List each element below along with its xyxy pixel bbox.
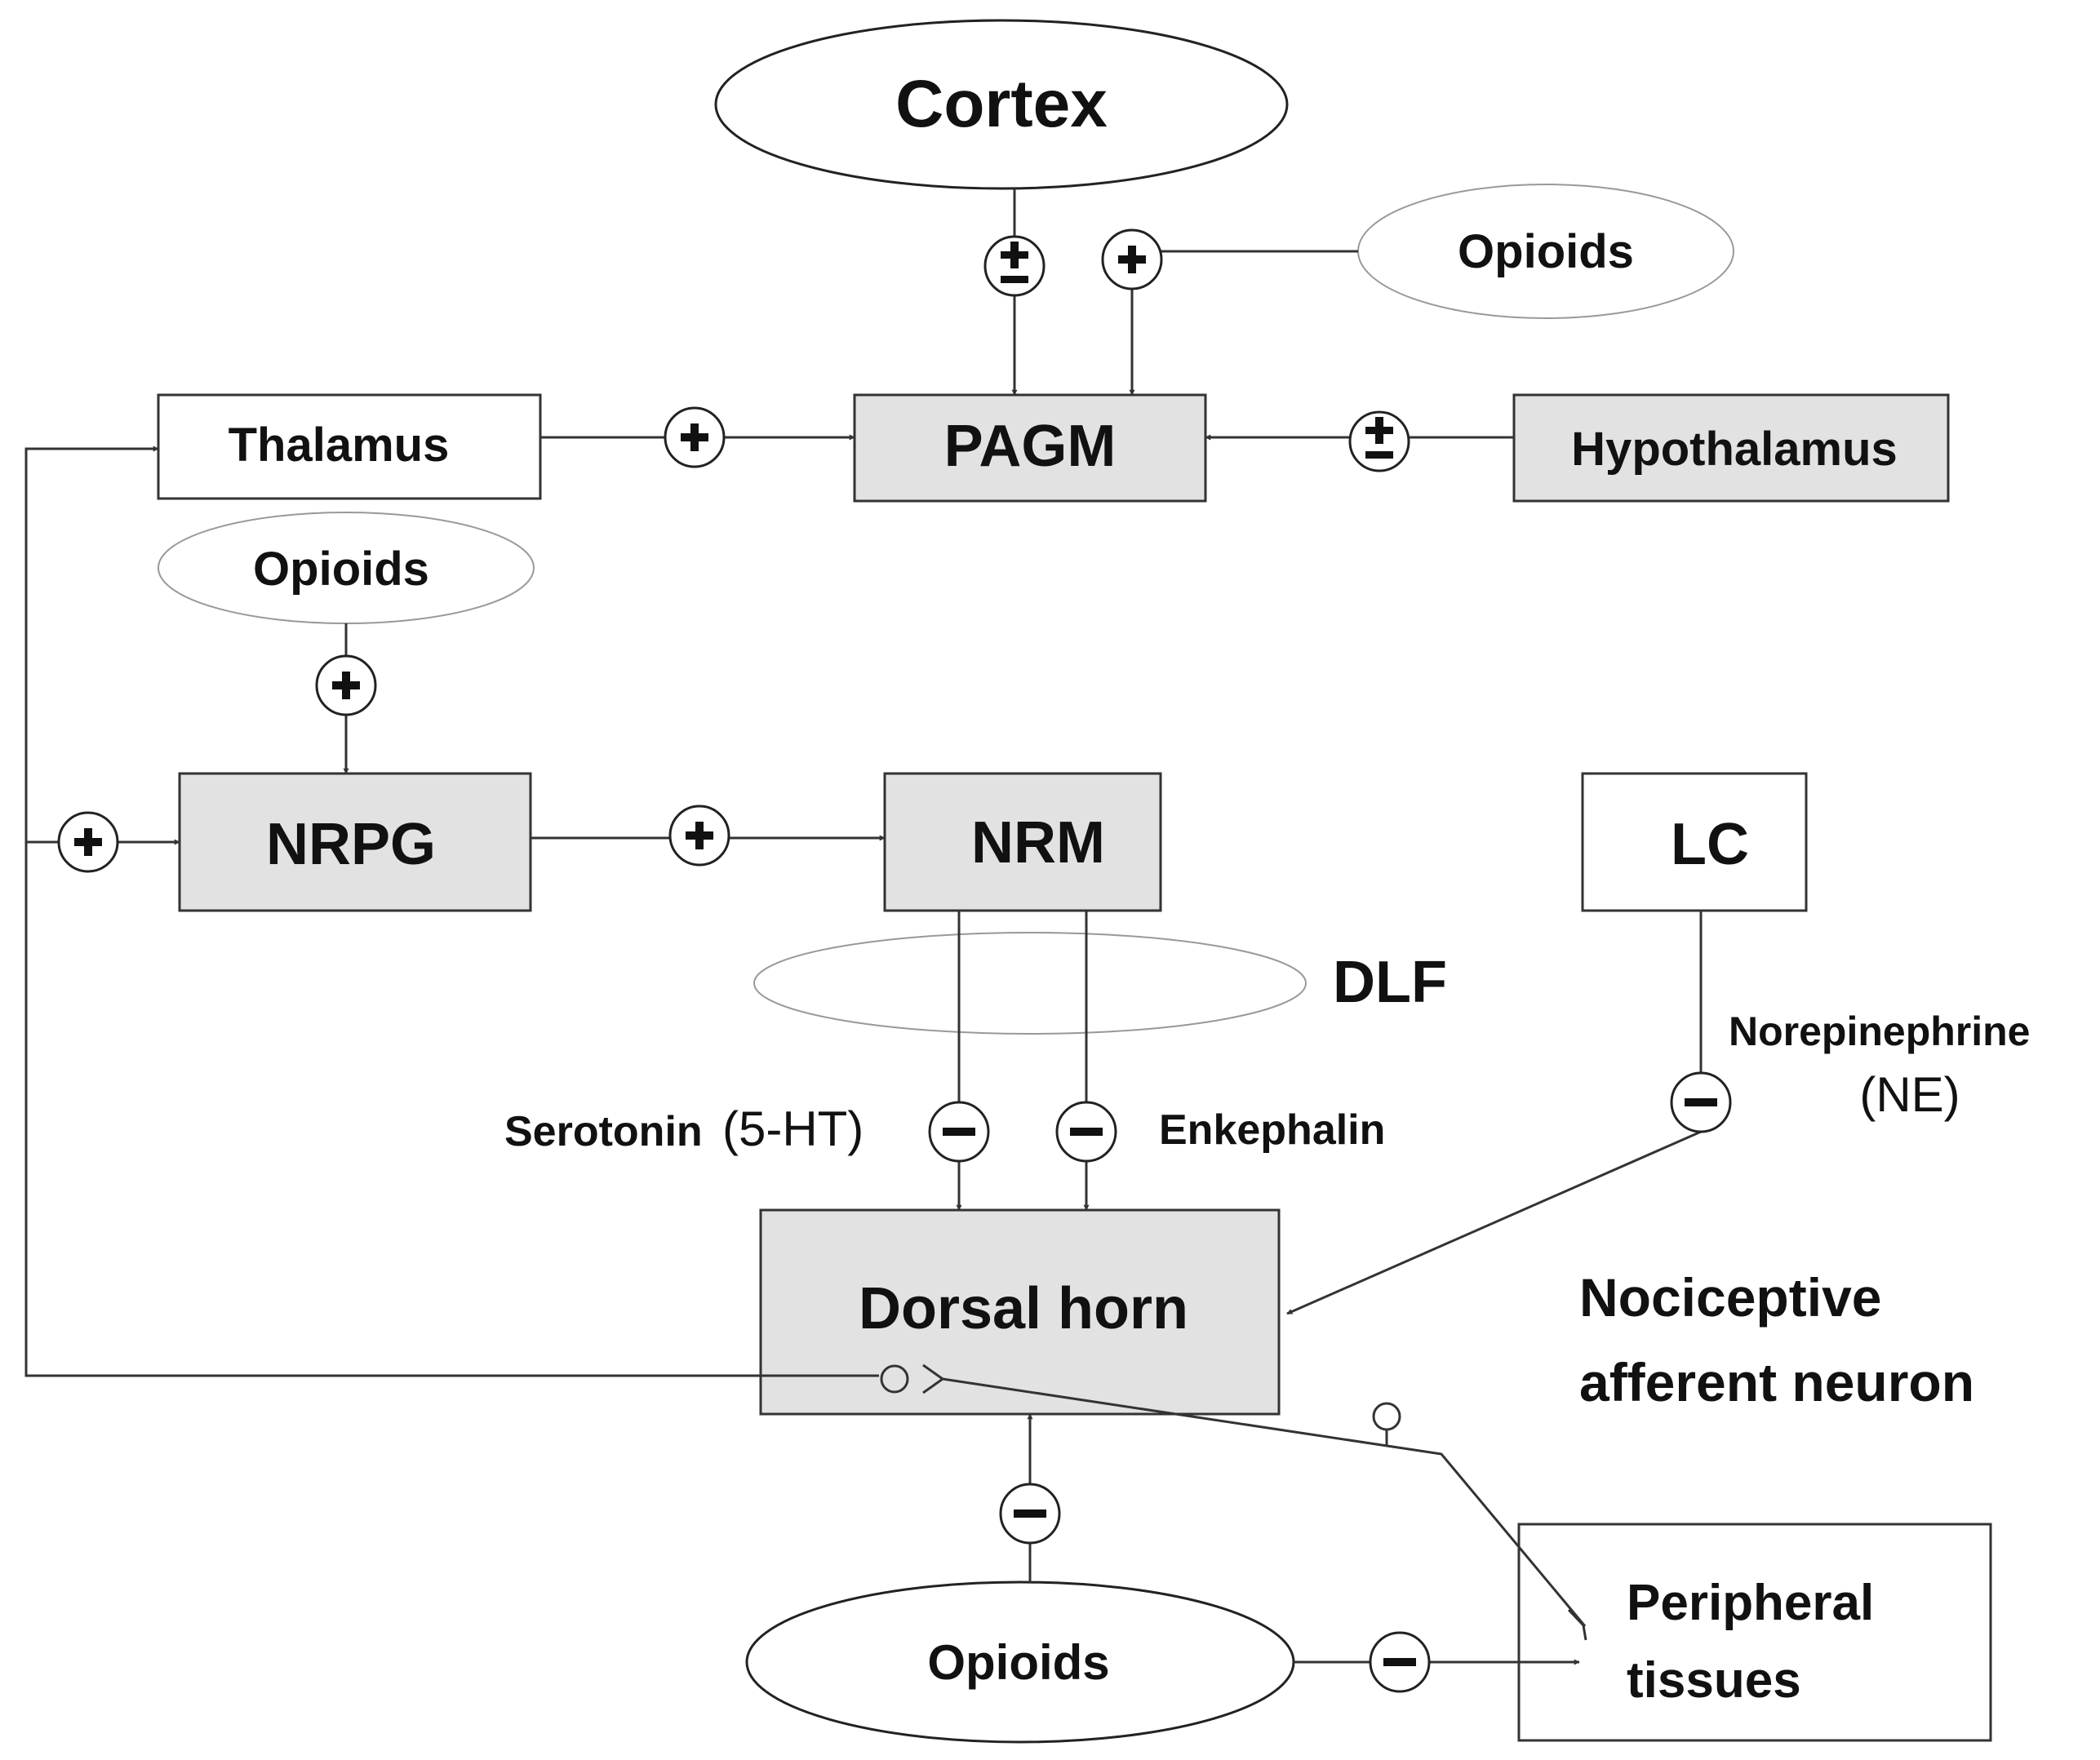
opioids-bottom-label: Opioids (927, 1635, 1109, 1690)
plus-icon (1101, 228, 1163, 290)
plus-minus-icon (983, 235, 1046, 297)
pagm-label: PAGM (944, 414, 1117, 479)
peripheral-tissues-node: Peripheral tissues (1517, 1523, 1992, 1742)
thalamus-node: Thalamus (157, 393, 542, 500)
plus-icon (668, 805, 730, 867)
neuron-axon-line (942, 1377, 1587, 1627)
thalamus-label: Thalamus (229, 419, 450, 472)
nociceptive-line2: afferent neuron (1579, 1352, 1974, 1412)
nrm-label: NRM (971, 810, 1105, 876)
plus-icon (57, 811, 119, 873)
plus-icon (664, 406, 726, 468)
dorsal-horn-node: Dorsal horn (759, 1208, 1281, 1416)
nrpg-label: NRPG (266, 812, 436, 877)
dlf-node: DLF (753, 932, 1447, 1035)
norepinephrine-label: Norepinephrine (1729, 1009, 2030, 1054)
opioids-top-to-pagm-line (1129, 250, 1358, 396)
cortex-label: Cortex (895, 67, 1108, 141)
neuron-branch-circle (1372, 1402, 1401, 1431)
left-loop-line (24, 446, 879, 1377)
plus-minus-icon (1348, 410, 1410, 472)
minus-icon (1055, 1101, 1117, 1163)
minus-icon (928, 1101, 990, 1163)
neuron-synapse-circle (880, 1364, 909, 1394)
afferent-neuron (880, 1363, 1587, 1641)
pagm-node: PAGM (853, 393, 1207, 503)
dorsal-horn-label: Dorsal horn (859, 1276, 1188, 1341)
peripheral-line2: tissues (1627, 1652, 1801, 1709)
serotonin-abbr-label: (5-HT) (722, 1102, 864, 1156)
serotonin-label: Serotonin (504, 1108, 703, 1155)
minus-icon (1670, 1071, 1732, 1133)
plus-icon (315, 654, 377, 716)
lc-label: LC (1671, 812, 1749, 877)
opioids-mid-node: Opioids (158, 512, 535, 624)
opioids-top-label: Opioids (1458, 225, 1634, 278)
hypothalamus-label: Hypothalamus (1571, 423, 1898, 476)
neuron-nerve-ending (1567, 1608, 1587, 1641)
norepinephrine-abbr-label: (NE) (1859, 1067, 1960, 1122)
cortex-node: Cortex (714, 19, 1289, 190)
hypothalamus-node: Hypothalamus (1512, 393, 1950, 503)
dlf-label: DLF (1333, 950, 1447, 1015)
opioids-top-node: Opioids (1357, 184, 1734, 319)
nociceptive-line1: Nociceptive (1579, 1267, 1881, 1328)
opioids-mid-label: Opioids (253, 543, 429, 596)
minus-icon (1369, 1631, 1431, 1693)
nrpg-node: NRPG (178, 772, 532, 912)
peripheral-line1: Peripheral (1627, 1575, 1874, 1631)
lc-node: LC (1581, 772, 1808, 912)
minus-icon (999, 1483, 1061, 1545)
enkephalin-label: Enkephalin (1159, 1106, 1385, 1154)
nrm-node: NRM (883, 772, 1162, 912)
opioids-bottom-node: Opioids (745, 1580, 1295, 1744)
